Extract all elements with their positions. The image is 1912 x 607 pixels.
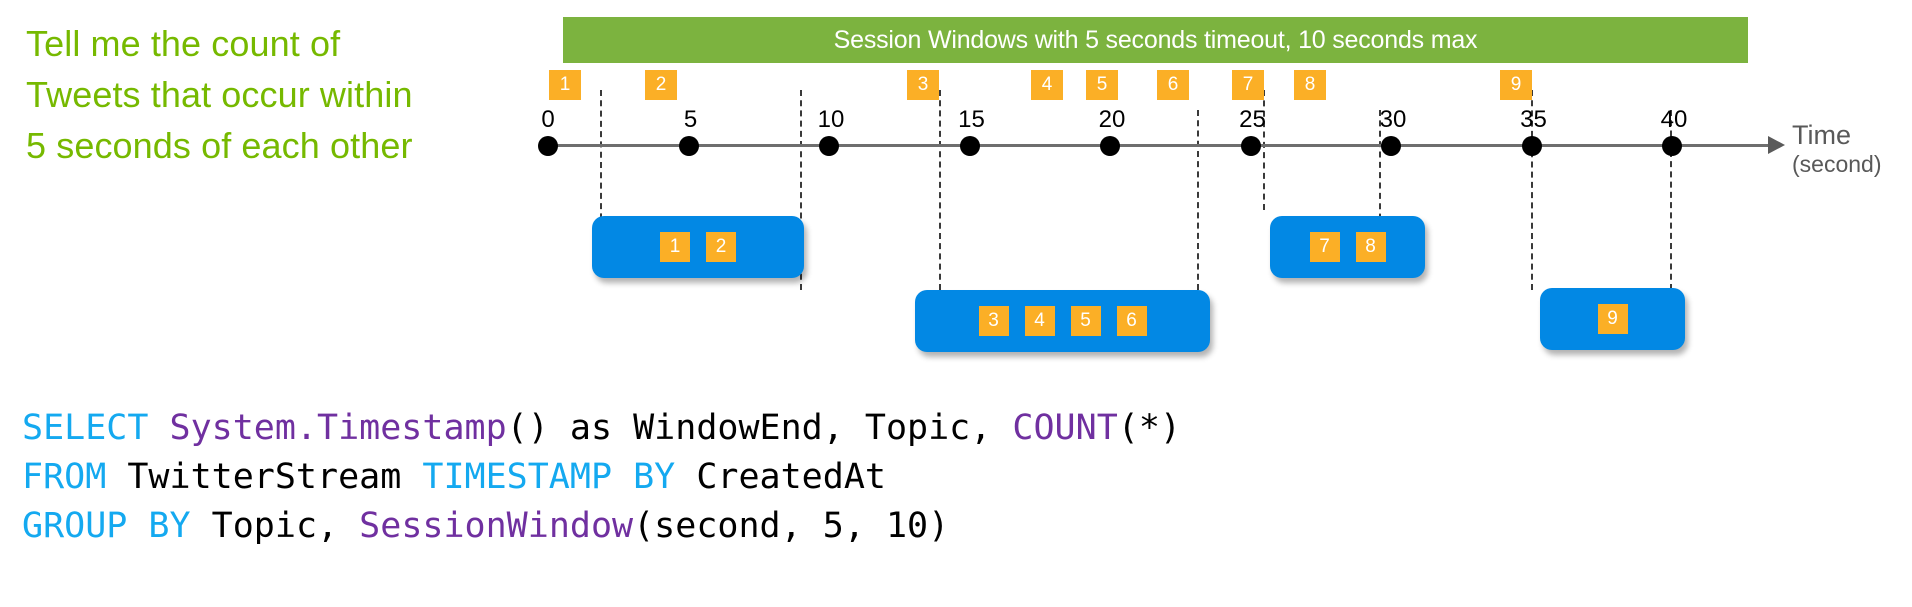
time-axis-arrow-icon — [1768, 136, 1785, 154]
window-event-tag-8: 8 — [1355, 232, 1386, 262]
time-axis-line — [548, 144, 1775, 147]
window-event-tag-5: 5 — [1070, 306, 1101, 336]
event-tag-8: 8 — [1294, 70, 1326, 100]
sql-token-1-3: () as WindowEnd, Topic, — [506, 408, 1013, 448]
sql-line-2: FROM TwitterStream TIMESTAMP BY CreatedA… — [22, 453, 1181, 502]
window-event-tag-1: 1 — [660, 232, 690, 262]
tick-dot-15 — [959, 136, 980, 156]
event-tag-9: 9 — [1500, 70, 1532, 100]
window-event-tag-6: 6 — [1116, 306, 1147, 336]
tick-dot-0 — [538, 136, 558, 156]
window-event-tag-9: 9 — [1597, 304, 1628, 334]
event-tag-3: 3 — [907, 70, 939, 100]
window-boundary-5 — [1263, 90, 1265, 210]
window-boundary-7 — [1531, 90, 1533, 290]
tick-label-30: 30 — [1379, 106, 1407, 133]
window-boundary-4 — [1197, 110, 1199, 290]
sql-token-1-4: COUNT — [1012, 408, 1118, 448]
sql-line-3: GROUP BY Topic, SessionWindow(second, 5,… — [22, 502, 1181, 551]
window-event-tag-3: 3 — [978, 306, 1009, 336]
event-tag-6: 6 — [1157, 70, 1189, 100]
event-tag-1: 1 — [549, 70, 581, 100]
tick-dot-5 — [678, 136, 699, 156]
tick-label-40: 40 — [1660, 106, 1688, 133]
question-text: Tell me the count of Tweets that occur w… — [26, 23, 413, 167]
tick-label-15: 15 — [958, 106, 985, 133]
sql-token-1-1: SELECT — [22, 408, 170, 448]
tick-dot-25 — [1240, 136, 1261, 156]
diagram-banner-label: Session Windows with 5 seconds timeout, … — [833, 26, 1478, 54]
sql-token-2-4: CreatedAt — [696, 457, 886, 497]
tick-dot-20 — [1100, 136, 1120, 156]
diagram-banner: Session Windows with 5 seconds timeout, … — [563, 17, 1748, 63]
sql-line-1: SELECT System.Timestamp() as WindowEnd, … — [22, 404, 1181, 453]
sql-token-1-5: (*) — [1117, 408, 1181, 448]
tick-label-25: 25 — [1239, 106, 1266, 133]
sql-token-1-2: System.Timestamp — [169, 408, 507, 448]
event-tag-4: 4 — [1031, 70, 1063, 100]
sql-token-2-2: TwitterStream — [127, 457, 423, 497]
session-window-4: 9 — [1540, 288, 1685, 350]
sql-token-3-4: (second, 5, 10) — [633, 506, 950, 546]
window-boundary-2 — [800, 90, 802, 290]
time-axis-title: Time — [1792, 120, 1851, 150]
window-boundary-1 — [600, 90, 602, 240]
tick-dot-10 — [819, 136, 839, 156]
session-window-diagram: Session Windows with 5 seconds timeout, … — [538, 17, 1882, 352]
time-axis-unit-label: (second) — [1792, 151, 1882, 177]
event-tag-2: 2 — [645, 70, 677, 100]
sql-token-2-3: TIMESTAMP BY — [422, 457, 697, 497]
window-boundary-3 — [939, 90, 941, 290]
tick-label-5: 5 — [683, 106, 698, 133]
event-tag-7: 7 — [1232, 70, 1264, 100]
tick-label-35: 35 — [1520, 106, 1547, 133]
tick-dot-30 — [1381, 136, 1401, 156]
tick-label-0: 0 — [541, 106, 555, 133]
tick-dot-35 — [1521, 136, 1542, 156]
tick-label-10: 10 — [817, 106, 845, 133]
event-tag-5: 5 — [1086, 70, 1118, 100]
window-event-tag-4: 4 — [1024, 306, 1055, 336]
tick-label-20: 20 — [1098, 106, 1126, 133]
window-event-tag-7: 7 — [1309, 232, 1340, 262]
tick-dot-40 — [1662, 136, 1682, 156]
sql-token-3-2: Topic, — [211, 506, 360, 546]
window-boundary-8 — [1670, 110, 1672, 290]
sql-query-block: SELECT System.Timestamp() as WindowEnd, … — [22, 404, 1181, 551]
sql-token-3-3: SessionWindow — [359, 506, 634, 546]
window-event-tag-2: 2 — [706, 232, 736, 262]
window-boundary-6 — [1379, 110, 1381, 230]
sql-token-3-1: GROUP BY — [22, 506, 212, 546]
sql-token-2-1: FROM — [22, 457, 128, 497]
